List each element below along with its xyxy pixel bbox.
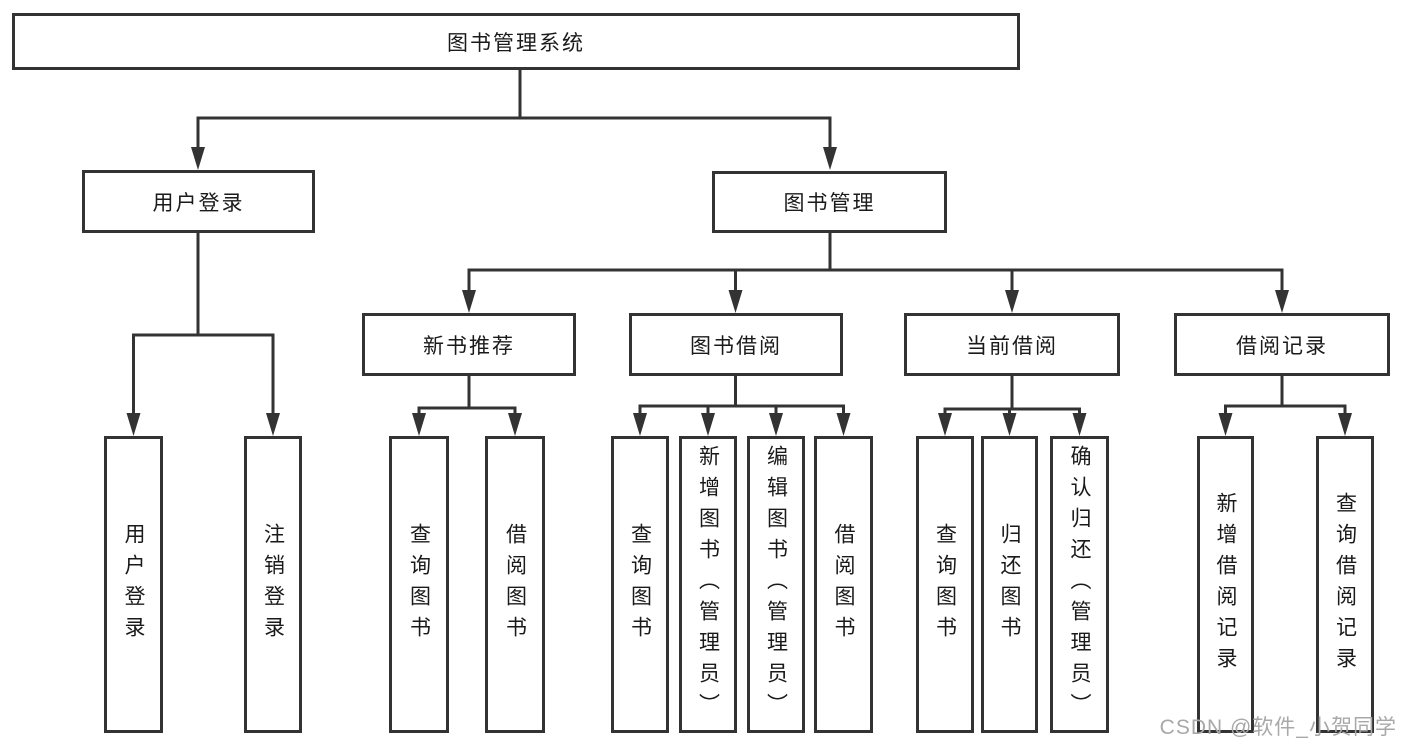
node-query-books-borrow: 查询图书 xyxy=(611,436,669,733)
connector-user-login-children xyxy=(126,233,280,436)
node-root-system: 图书管理系统 xyxy=(12,13,1020,70)
node-current-borrow: 当前借阅 xyxy=(904,313,1120,376)
node-edit-book-admin: 编辑图书（管理员） xyxy=(747,436,805,733)
node-add-borrow-record: 新增借阅记录 xyxy=(1197,436,1254,733)
node-label: 借阅图书 xyxy=(503,522,527,647)
node-label: 用户登录 xyxy=(152,191,245,215)
node-borrow-books-recommend: 借阅图书 xyxy=(485,436,545,733)
node-borrow-books-action: 借阅图书 xyxy=(814,436,873,733)
node-return-book: 归还图书 xyxy=(981,436,1038,733)
node-label: 借阅图书 xyxy=(832,522,856,647)
node-label: 查询图书 xyxy=(407,522,431,647)
node-label: 查询图书 xyxy=(933,522,957,647)
node-label: 确认归还（管理员） xyxy=(1068,445,1092,724)
node-label: 图书管理系统 xyxy=(447,31,585,55)
node-query-books-recommend: 查询图书 xyxy=(389,436,449,733)
node-query-books-current: 查询图书 xyxy=(916,436,974,733)
node-query-borrow-record: 查询借阅记录 xyxy=(1316,436,1374,733)
node-new-book-recommend: 新书推荐 xyxy=(362,313,576,376)
watermark: CSDN @软件_小贺同学 xyxy=(1159,716,1397,739)
node-label: 注销登录 xyxy=(261,522,285,647)
node-user-login-action: 用户登录 xyxy=(104,436,163,733)
node-user-login: 用户登录 xyxy=(82,170,315,233)
node-borrow-records: 借阅记录 xyxy=(1174,313,1390,376)
node-confirm-return-admin: 确认归还（管理员） xyxy=(1050,436,1109,733)
node-add-book-admin: 新增图书（管理员） xyxy=(679,436,737,733)
node-label: 借阅记录 xyxy=(1236,334,1328,358)
connector-new-book-children xyxy=(412,376,522,436)
node-label: 当前借阅 xyxy=(966,334,1058,358)
node-label: 查询图书 xyxy=(628,522,652,647)
node-label: 图书借阅 xyxy=(690,334,782,358)
node-label: 归还图书 xyxy=(998,522,1022,647)
node-label: 编辑图书（管理员） xyxy=(764,445,788,724)
node-label: 新增借阅记录 xyxy=(1214,491,1238,678)
connector-current-borrow-children xyxy=(938,376,1087,436)
node-logout: 注销登录 xyxy=(244,436,302,733)
connector-book-borrow-children xyxy=(633,376,851,436)
node-book-borrow: 图书借阅 xyxy=(629,313,843,376)
node-label: 图书管理 xyxy=(783,192,876,215)
node-label: 用户登录 xyxy=(122,522,146,647)
node-book-management: 图书管理 xyxy=(712,171,947,233)
connector-borrow-records-children xyxy=(1218,376,1352,436)
node-label: 查询借阅记录 xyxy=(1333,491,1357,678)
node-label: 新书推荐 xyxy=(423,334,515,358)
node-label: 新增图书（管理员） xyxy=(696,445,720,724)
connector-book-management-children xyxy=(462,233,1289,313)
connector-root-to-level2 xyxy=(191,70,837,170)
